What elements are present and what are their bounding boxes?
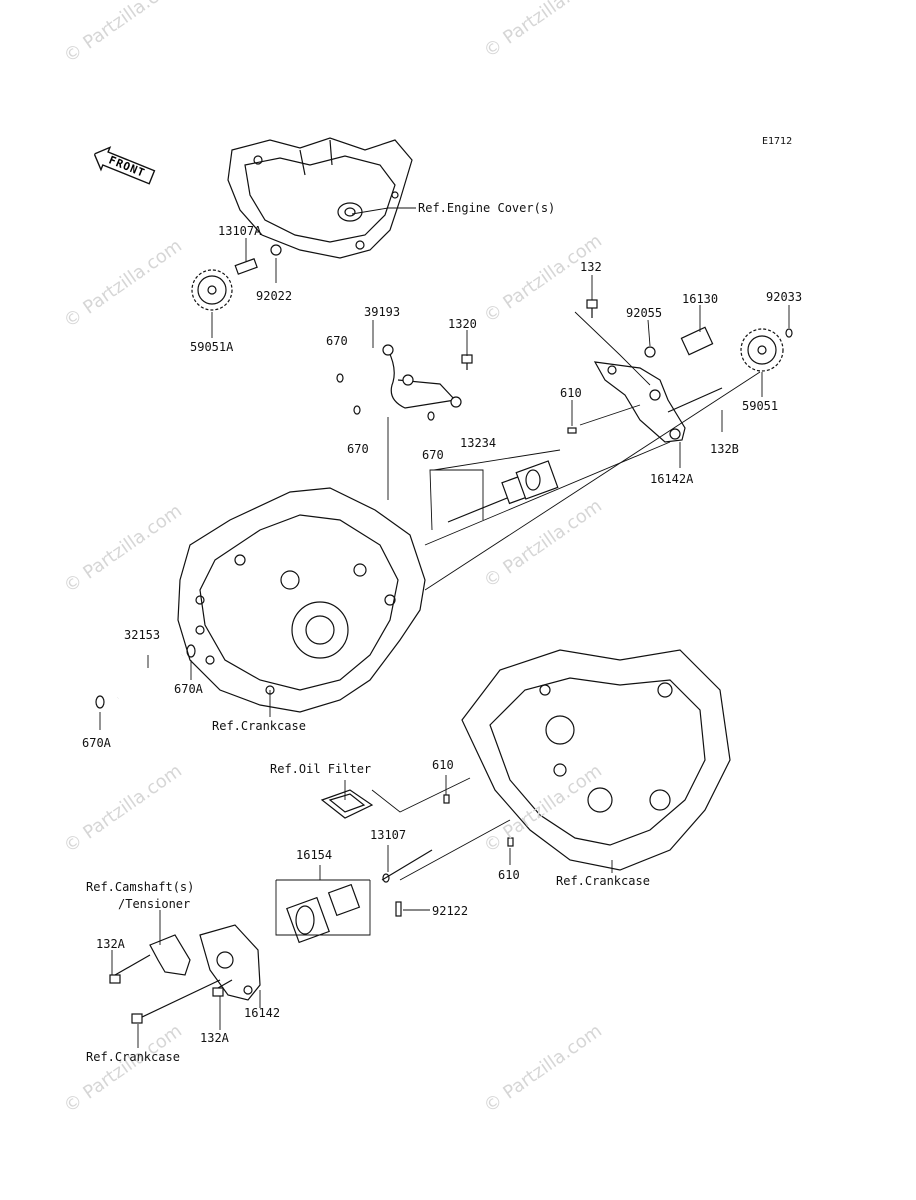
label-ref-crankcase-c: Ref.Crankcase [86, 1050, 180, 1064]
engine-cover-drawing [227, 137, 413, 259]
label-92122: 92122 [432, 904, 469, 918]
dowel-610-b [443, 794, 450, 804]
washer-92022 [270, 244, 282, 256]
rotor-16154 [286, 883, 361, 944]
pin-92122 [395, 901, 402, 917]
circlip-92033 [785, 328, 793, 338]
label-610-a: 610 [560, 386, 582, 400]
bolt-1320 [461, 354, 473, 370]
leader-lines [99, 207, 790, 1048]
long-bolt-head [131, 1013, 143, 1024]
oring-670-a [336, 373, 344, 383]
label-16154: 16154 [296, 848, 333, 862]
front-arrow-icon [93, 146, 156, 185]
bolt-132A-b [212, 979, 233, 997]
gear-59051 [740, 328, 784, 372]
label-ref-camshaft: Ref.Camshaft(s) [86, 880, 195, 894]
label-92055: 92055 [626, 306, 663, 320]
label-610-b: 610 [432, 758, 454, 772]
label-670A-b: 670A [82, 736, 111, 750]
label-ref-engine-cover: Ref.Engine Cover(s) [418, 201, 556, 215]
label-132A-b: 132A [200, 1031, 229, 1045]
oil-filter-drawing [320, 789, 374, 819]
label-670-a: 670 [326, 334, 348, 348]
bolt-132A-a [109, 954, 151, 984]
label-16130: 16130 [682, 292, 719, 306]
label-610-c: 610 [498, 868, 520, 882]
label-1320: 1320 [448, 317, 477, 331]
label-92022: 92022 [256, 289, 293, 303]
label-132A-a: 132A [96, 937, 125, 951]
label-ref-crankcase-b: Ref.Crankcase [556, 874, 650, 888]
pipe-32153 [116, 652, 184, 701]
oring-670A-b [95, 695, 105, 709]
label-13107: 13107 [370, 828, 407, 842]
pump-cover-16142A [593, 361, 686, 443]
label-ref-oil-filter: Ref.Oil Filter [270, 762, 372, 776]
crankcase-left-drawing [177, 487, 426, 713]
gear-59051A [191, 269, 233, 311]
label-32153: 32153 [124, 628, 161, 642]
label-ref-crankcase-a: Ref.Crankcase [212, 719, 306, 733]
front-arrow: FRONT [89, 141, 159, 191]
oring-670-b [353, 405, 361, 415]
label-tensioner: /Tensioner [118, 897, 191, 911]
oil-pipe-39193 [382, 344, 462, 409]
oring-670-c [427, 411, 435, 421]
bolt-132B [667, 387, 723, 413]
crankcase-right-drawing [461, 649, 731, 871]
dowel-610-c [507, 837, 514, 847]
washer-92055 [644, 346, 656, 358]
tensioner-bracket-drawing [149, 934, 191, 976]
dowel-610-a [567, 427, 577, 434]
rotor-shaft-13234 [447, 460, 559, 523]
label-13107A: 13107A [218, 224, 262, 238]
oring-670A-a [186, 644, 196, 658]
label-670A-a: 670A [174, 682, 203, 696]
shaft-13107 [381, 849, 433, 883]
label-670-c: 670 [422, 448, 444, 462]
label-59051A: 59051A [190, 340, 234, 354]
long-bolt [139, 979, 221, 1019]
label-16142: 16142 [244, 1006, 281, 1020]
label-132: 132 [580, 260, 602, 274]
label-39193: 39193 [364, 305, 401, 319]
shaft-16130 [680, 326, 714, 356]
label-670-b: 670 [347, 442, 369, 456]
label-132B: 132B [710, 442, 739, 456]
label-59051: 59051 [742, 399, 779, 413]
label-92033: 92033 [766, 290, 803, 304]
bolt-132 [586, 299, 598, 318]
label-16142A: 16142A [650, 472, 694, 486]
pump-body-16142 [199, 924, 261, 1001]
pin-13107A [234, 258, 258, 275]
label-13234: 13234 [460, 436, 497, 450]
diagram-code: E1712 [762, 136, 793, 147]
